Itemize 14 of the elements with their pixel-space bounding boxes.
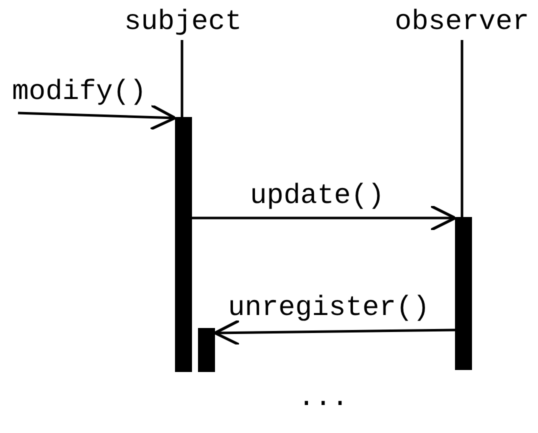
activation-bar [455,217,472,370]
lifeline-title: subject [122,8,244,40]
message-arrow [192,204,456,232]
activation-bar [198,328,215,372]
activation-bar [175,117,192,372]
continuation-mark: ... [298,384,348,414]
message-arrow [18,104,176,131]
message-label: unregister() [228,294,430,324]
lifeline [180,40,184,117]
lifeline-title: observer [393,8,531,40]
lifeline [460,40,464,217]
message-label: modify() [12,78,146,108]
message-label: update() [250,182,384,212]
message-arrow [214,319,456,346]
